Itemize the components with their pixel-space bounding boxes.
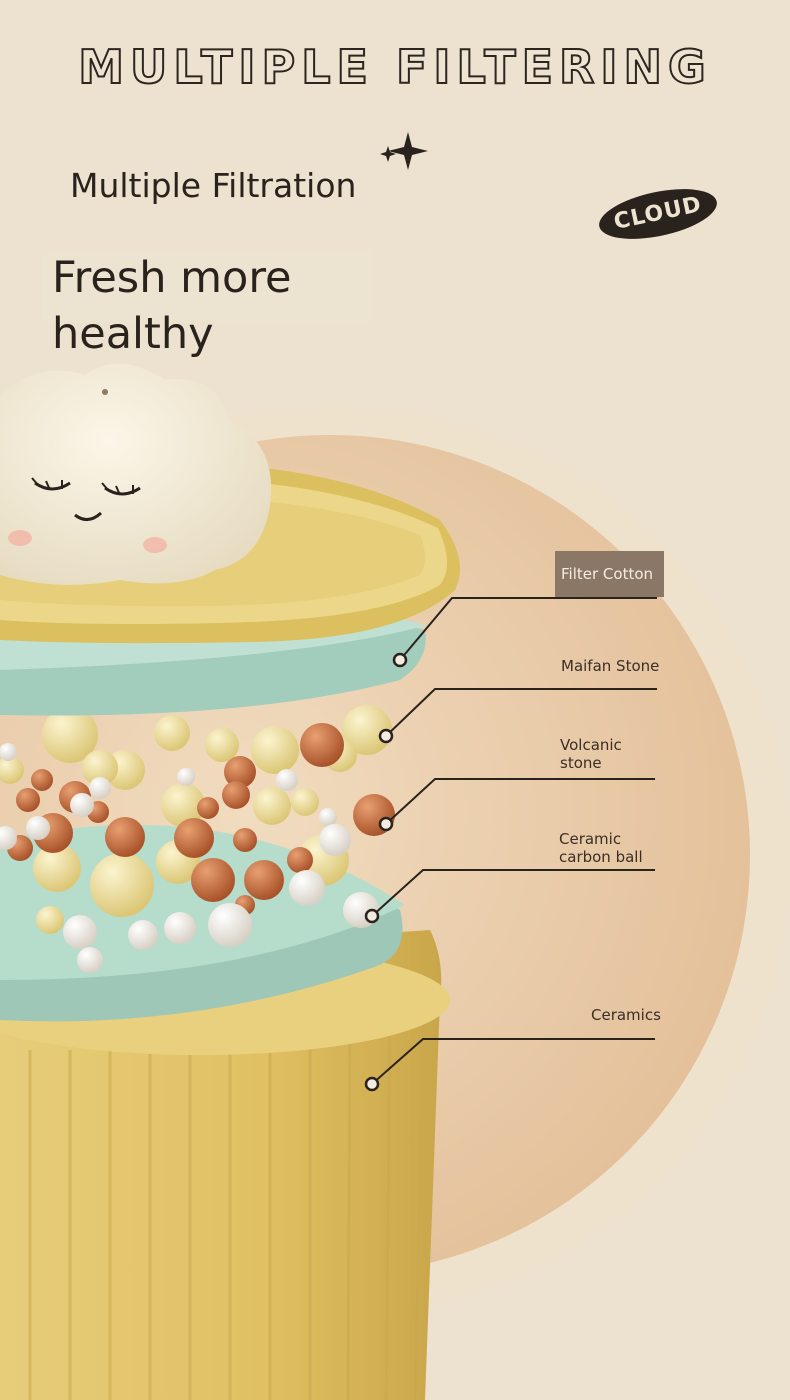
label-ceramics: Ceramics (591, 1006, 661, 1024)
callout-dots (364, 652, 408, 1092)
cloud-mascot (0, 363, 272, 585)
callout-lines (371, 597, 657, 1085)
headline: MULTIPLE FILTERING (77, 39, 712, 95)
label-volcanic-stone: Volcanic stone (560, 736, 622, 772)
cloud-badge-icon: CLOUD (594, 184, 722, 244)
tagline: Fresh more healthy (42, 250, 372, 359)
label-filter-cotton: Filter Cotton (555, 551, 664, 597)
subtitle: Multiple Filtration (70, 166, 357, 205)
label-ceramic-carbon-ball: Ceramic carbon ball (559, 830, 643, 866)
sparkle-icon (380, 132, 428, 170)
label-maifan-stone: Maifan Stone (561, 657, 660, 675)
filter-beads (0, 705, 395, 973)
